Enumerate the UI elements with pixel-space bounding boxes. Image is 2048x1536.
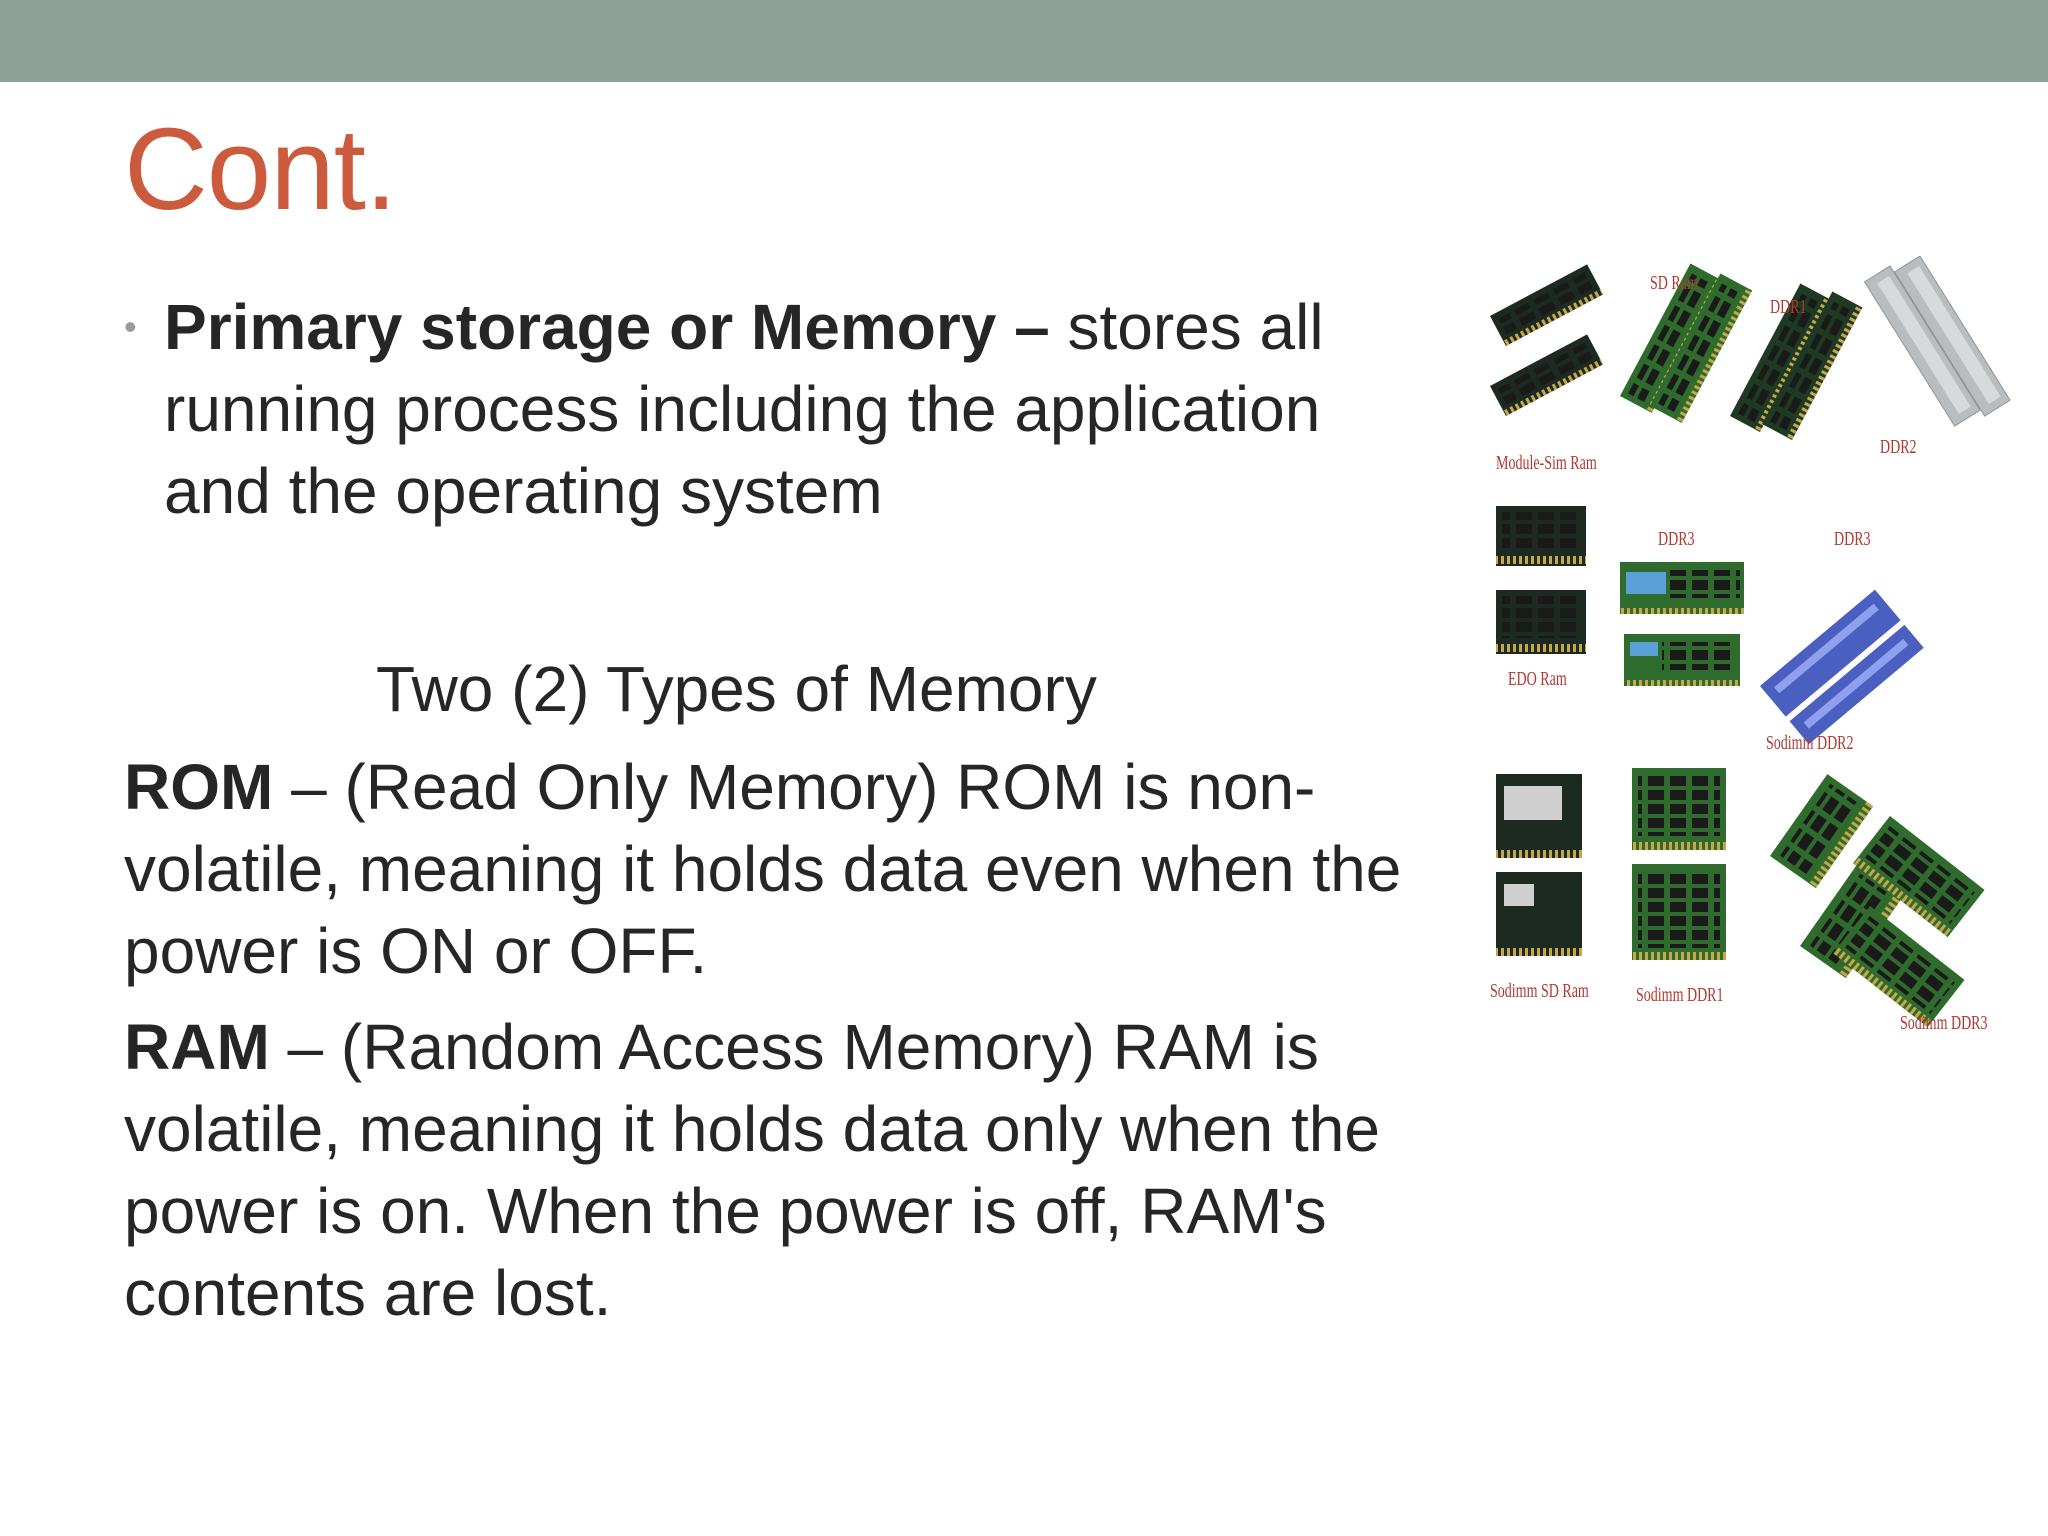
bullet-text: Primary storage or Memory – stores all r… (124, 286, 1404, 532)
ddr3-graphic (1620, 562, 1744, 686)
label-ddr3-b: DDR3 (1834, 528, 1871, 550)
label-edo-ram: EDO Ram (1508, 668, 1567, 690)
rom-term: ROM (124, 751, 274, 823)
ram-modules-illustration (1490, 255, 2011, 1028)
label-ddr1: DDR1 (1770, 296, 1807, 318)
bullet-bold-term: Primary storage or Memory – (164, 291, 1050, 363)
ram-paragraph: RAM – (Random Access Memory) RAM is vola… (124, 1006, 1424, 1334)
sodimm-ddr2-graphic (1770, 774, 1874, 889)
bullet-primary-storage: • Primary storage or Memory – stores all… (124, 286, 1404, 532)
memory-types-heading: Two (2) Types of Memory (376, 653, 1097, 725)
sodimm-ddr1-graphic (1632, 768, 1726, 960)
bullet-dot-icon: • (124, 306, 137, 347)
sodimm-ddr3-graphic (1853, 816, 1985, 938)
ddr1-graphic (1730, 283, 1831, 432)
label-sodimm-ddr2: Sodimm DDR2 (1766, 732, 1854, 754)
ddr2-graphic (1863, 265, 1981, 427)
label-module-sim-ram: Module-Sim Ram (1496, 452, 1597, 474)
edo-ram-graphic (1496, 506, 1586, 654)
ddr3-heatsink-graphic (1760, 589, 1924, 745)
module-sim-ram-graphic (1490, 264, 1604, 347)
label-sodimm-ddr1: Sodimm DDR1 (1636, 984, 1724, 1006)
label-sodimm-sd-ram: Sodimm SD Ram (1490, 980, 1589, 1002)
label-ddr2: DDR2 (1880, 436, 1917, 458)
label-sd-ram: SD Ram (1650, 272, 1698, 294)
label-sodimm-ddr3: Sodimm DDR3 (1900, 1012, 1988, 1034)
ram-description: – (Random Access Memory) RAM is volatile… (124, 1011, 1380, 1329)
rom-paragraph: ROM – (Read Only Memory) ROM is non-vola… (124, 746, 1424, 992)
slide-title: Cont. (124, 104, 397, 234)
label-ddr3-a: DDR3 (1658, 528, 1695, 550)
ram-term: RAM (124, 1011, 270, 1083)
ram-modules-image: SD Ram DDR1 DDR2 Module-Sim Ram DDR3 DDR… (1470, 255, 2030, 1076)
bullet-description: stores all running process including the… (164, 291, 1324, 527)
sodimm-sd-ram-graphic (1496, 774, 1582, 956)
top-accent-bar (0, 0, 2048, 82)
rom-description: – (Read Only Memory) ROM is non-volatile… (124, 751, 1402, 987)
